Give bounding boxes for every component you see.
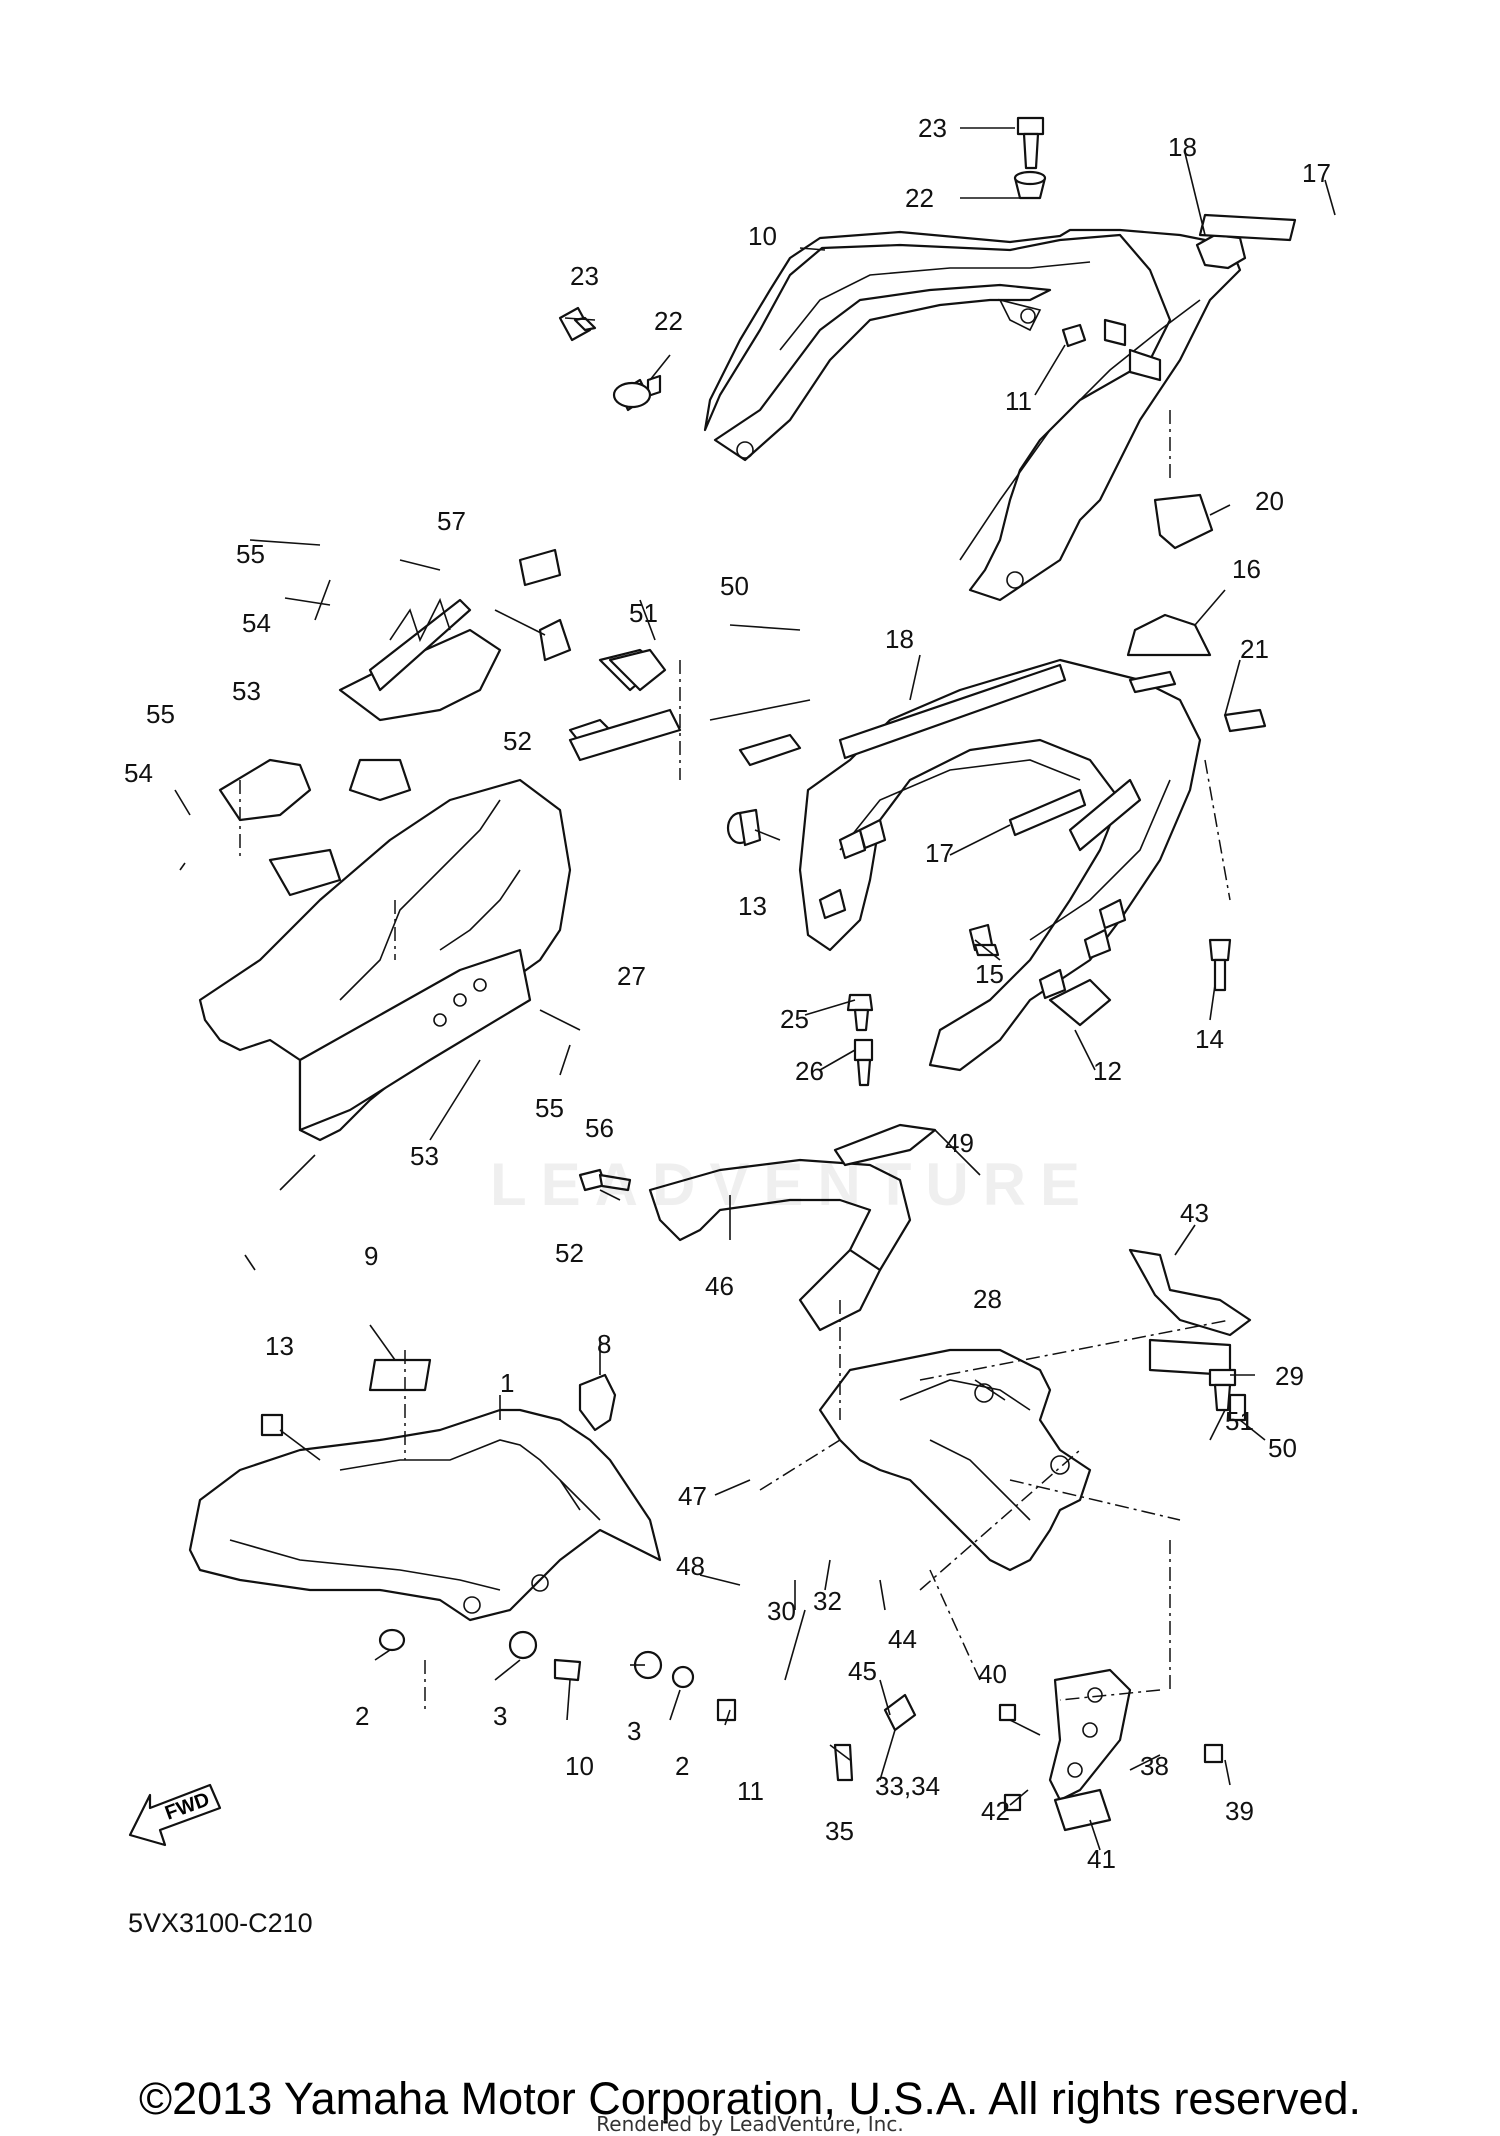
seat-cowl-small-parts	[726, 613, 1267, 1087]
callout-23-top: 23	[918, 113, 947, 143]
fwd-arrow-icon: FWD	[128, 1783, 222, 1847]
callout-31: 33,34	[875, 1771, 940, 1801]
callout-7: 11	[737, 1776, 764, 1806]
callout-6: 10	[565, 1751, 594, 1781]
callout-9: 10	[748, 221, 777, 251]
callout-54-top: 54	[242, 608, 271, 638]
callout-49: 53	[410, 1141, 439, 1171]
callout-54-bottom: 55	[535, 1093, 564, 1123]
callout-12: 13	[738, 891, 767, 921]
callout-36: 40	[978, 1659, 1007, 1689]
callout-23-left: 23	[570, 261, 599, 291]
callout-33-34: 38	[1140, 1751, 1169, 1781]
callout-8: 13	[265, 1331, 294, 1361]
callout-41: 45	[848, 1656, 877, 1686]
callout-13: 14	[1195, 1024, 1224, 1054]
license-bracket-part-27	[818, 1248, 1252, 1832]
front-fender-part-1	[188, 1358, 737, 1722]
leader-lines	[174, 127, 1336, 1851]
callout-11: 12	[1093, 1056, 1122, 1086]
small-parts-rack	[558, 116, 1297, 550]
callout-28: 29	[1275, 1361, 1304, 1391]
callout-39: 43	[1180, 1198, 1209, 1228]
callout-56: 57	[437, 506, 466, 536]
callout-22-left: 22	[654, 306, 683, 336]
callout-53: 53	[232, 676, 261, 706]
callout-47: 51	[1225, 1406, 1254, 1436]
callout-14: 15	[975, 959, 1004, 989]
callout-3-left: 3	[493, 1701, 507, 1731]
callout-26: 27	[617, 961, 646, 991]
callout-50: 50	[720, 571, 749, 601]
callout-40: 44	[888, 1624, 917, 1654]
callout-1: 1	[500, 1368, 514, 1398]
render-credit: Rendered by LeadVenture, Inc.	[596, 2112, 904, 2136]
callout-43: 47	[678, 1481, 707, 1511]
callout-55-bottom: 56	[585, 1113, 614, 1143]
callout-2-right: 2	[675, 1751, 689, 1781]
callout-10: 11	[1005, 386, 1032, 416]
copyright-notice: ©2013 Yamaha Motor Corporation, U.S.A. A…	[138, 2073, 1362, 2124]
callout-46: 50	[1268, 1433, 1297, 1463]
callout-21: 20	[1255, 486, 1284, 516]
callout-4: 8	[597, 1329, 611, 1359]
callout-48: 52	[555, 1238, 584, 1268]
callout-25: 26	[795, 1056, 824, 1086]
seat-cowl-part-11	[798, 658, 1202, 1072]
assembly-lines	[239, 410, 1231, 1710]
callout-55-left: 55	[146, 699, 175, 729]
callout-38: 42	[981, 1796, 1010, 1826]
callout-19: 18	[1168, 132, 1197, 162]
callout-24: 25	[780, 1004, 809, 1034]
reference-code: 5VX3100-C210	[128, 1908, 313, 1938]
callout-52: 52	[503, 726, 532, 756]
callout-51: 51	[629, 598, 658, 628]
callout-30: 32	[813, 1586, 842, 1616]
callout-54-left: 54	[124, 758, 153, 788]
callout-2-left: 2	[355, 1701, 369, 1731]
callout-55-top: 55	[236, 539, 265, 569]
callout-15: 16	[1232, 554, 1261, 584]
callout-20: 21	[1240, 634, 1269, 664]
callout-29: 30	[767, 1596, 796, 1626]
callout-35: 39	[1225, 1796, 1254, 1826]
callout-16: 17	[925, 838, 954, 868]
grab-bar-part-9	[703, 228, 1242, 602]
callout-42: 46	[705, 1271, 734, 1301]
callout-18: 17	[1302, 158, 1331, 188]
callout-44: 48	[676, 1551, 705, 1581]
callout-22-top: 22	[905, 183, 934, 213]
callouts: 23 22 18 17 10 23 22 11 20 57 55 54 16 5…	[124, 113, 1331, 1874]
bracket-part-42	[578, 1123, 937, 1332]
callout-45: 49	[945, 1128, 974, 1158]
watermark-text: LEADVENTURE	[490, 1151, 1095, 1218]
callout-27: 28	[973, 1284, 1002, 1314]
callout-3-right: 3	[627, 1716, 641, 1746]
rear-fender-part-49	[198, 548, 682, 1142]
callout-32: 35	[825, 1816, 854, 1846]
callout-37: 41	[1087, 1844, 1116, 1874]
callout-5: 9	[364, 1241, 378, 1271]
callout-17: 18	[885, 624, 914, 654]
